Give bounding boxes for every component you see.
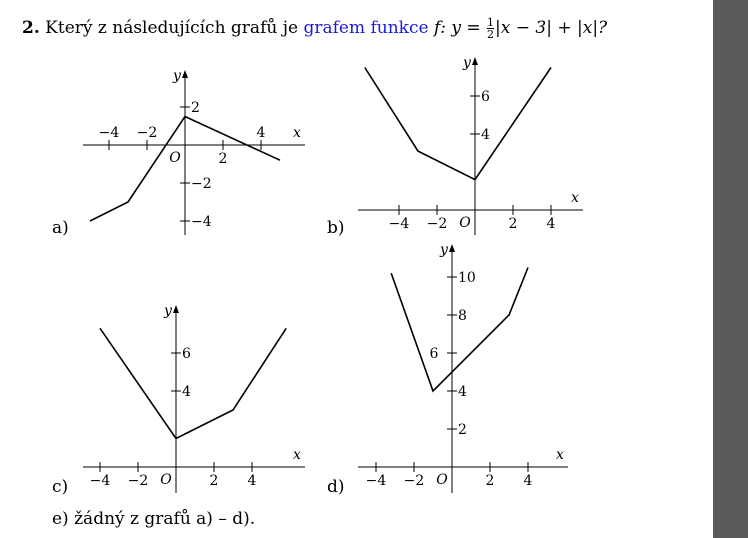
- graph-d-origin: O: [436, 472, 448, 488]
- graph-c-curve: [99, 327, 287, 440]
- graph-d-x-tick-label: −2: [404, 473, 425, 489]
- graph-a-y-arrow: [182, 70, 188, 78]
- graph-c-x-tick-label: −4: [90, 473, 111, 489]
- question-lead: Který z následujících grafů je: [45, 18, 299, 38]
- frac-num: 1: [487, 16, 495, 29]
- graph-d-y-arrow: [449, 244, 455, 252]
- graph-a-y-tick-label: 2: [191, 100, 200, 116]
- graph-d-y-tick-label: 2: [458, 422, 467, 438]
- graph-d-y-tick-label: 10: [458, 270, 476, 286]
- graph-a-x-tick-label: −2: [137, 125, 158, 141]
- scrollbar-panel[interactable]: [713, 0, 748, 538]
- graph-a-x-tick-label: 2: [219, 151, 228, 167]
- graph-a-x-label: x: [293, 125, 301, 141]
- graph-a-x-tick-label: 4: [257, 125, 266, 141]
- function-suffix: |x − 3| + |x|?: [495, 18, 608, 38]
- graph-d-y-label: y: [439, 242, 449, 258]
- option-d-label[interactable]: d): [327, 477, 345, 497]
- question-text: 2. Který z následujících grafů je grafem…: [22, 17, 607, 40]
- question-number: 2.: [22, 18, 40, 38]
- graph-d-y-tick-label: 8: [458, 308, 467, 324]
- graph-c-y-tick-label: 4: [182, 384, 191, 400]
- graph-c-x-tick-label: 4: [248, 473, 257, 489]
- function-prefix: f: y =: [433, 18, 481, 38]
- graph-c-origin: O: [160, 472, 172, 488]
- graph-c-y-tick-label: 6: [182, 346, 191, 362]
- graph-a-origin: O: [169, 150, 181, 166]
- graph-b-x-tick-label: 2: [509, 216, 518, 232]
- graph-c-y-label: y: [163, 303, 173, 319]
- graph-b-y-arrow: [472, 57, 478, 65]
- graph-d-y-tick-label: 4: [458, 384, 467, 400]
- graph-d-x-tick-label: −4: [366, 473, 387, 489]
- graph-b-origin: O: [459, 215, 471, 231]
- graph-b-x-tick-label: 4: [547, 216, 556, 232]
- graph-d-x-tick-label: 4: [524, 473, 533, 489]
- graph-b-x-tick-label: −2: [427, 216, 448, 232]
- graph-b-curve: [364, 67, 552, 181]
- graph-b-y-label: y: [462, 55, 472, 71]
- graph-c-y-arrow: [173, 305, 179, 313]
- graph-c-x-tick-label: −2: [128, 473, 149, 489]
- graph-d-curve: [390, 267, 529, 393]
- frac-den: 2: [487, 28, 495, 41]
- graph-a-curve: [89, 115, 281, 222]
- graph-b-y-tick-label: 4: [481, 127, 490, 143]
- function-link[interactable]: grafem funkce: [303, 18, 429, 38]
- option-c-label[interactable]: c): [52, 477, 69, 497]
- graph-a-y-tick-label: −4: [191, 214, 212, 230]
- graph-a-x-tick-label: −4: [99, 125, 120, 141]
- graph-a-y-label: y: [172, 68, 182, 84]
- option-a-label[interactable]: a): [52, 218, 69, 238]
- option-e[interactable]: e) žádný z grafů a) – d).: [52, 509, 256, 529]
- graph-b-x-label: x: [571, 190, 579, 206]
- graph-d-x-label: x: [556, 447, 564, 463]
- graph-c-x-tick-label: 2: [210, 473, 219, 489]
- graph-d-x-tick-label: 2: [486, 473, 495, 489]
- graph-b-y-tick-label: 6: [481, 89, 490, 105]
- graph-b-x-tick-label: −4: [389, 216, 410, 232]
- option-b-label[interactable]: b): [327, 218, 345, 238]
- graph-c-x-label: x: [293, 447, 301, 463]
- graph-a-y-tick-label: −2: [191, 176, 212, 192]
- graph-d-y-tick-label: 6: [430, 346, 439, 362]
